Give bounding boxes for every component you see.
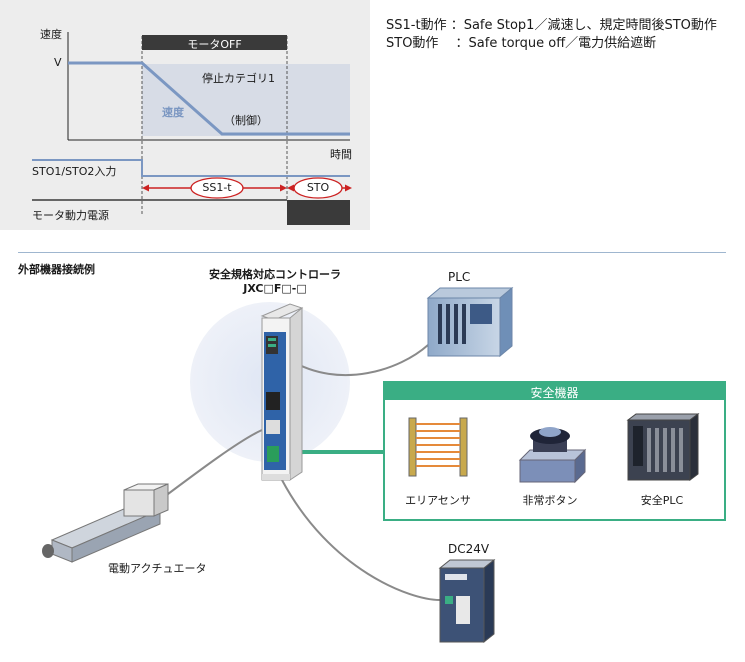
legend-sto: STO動作 ：Safe torque off／電力供給遮断 bbox=[386, 36, 657, 51]
control-label: （制御） bbox=[224, 114, 268, 127]
safety-header-label: 安全機器 bbox=[530, 386, 579, 400]
ss1t-arrow-left-head bbox=[142, 184, 149, 192]
controller-device bbox=[260, 303, 304, 481]
ss1t-arrow-right-head bbox=[280, 184, 287, 192]
sto-oval bbox=[293, 177, 343, 199]
motor-off-label: モータOFF bbox=[187, 38, 242, 51]
timing-chart-svg bbox=[32, 32, 352, 225]
electric-actuator-device bbox=[42, 483, 169, 563]
plc-label: PLC bbox=[448, 270, 471, 284]
ss1t-label: SS1-t bbox=[202, 181, 232, 194]
controller-title: 安全規格対応コントローラ JXC□F□-□ bbox=[190, 268, 360, 296]
dc24v-label: DC24V bbox=[448, 542, 490, 556]
stop-category-region bbox=[142, 64, 350, 136]
actuator-label: 電動アクチュエータ bbox=[108, 562, 207, 575]
motor-off-bar bbox=[142, 35, 287, 50]
sto-label: STO bbox=[306, 181, 330, 194]
controller-title-line1: 安全規格対応コントローラ bbox=[209, 268, 341, 281]
cable-to-actuator bbox=[159, 429, 263, 501]
cable-to-plc bbox=[289, 344, 429, 376]
sto-input-label: STO1/STO2入力 bbox=[32, 165, 117, 178]
speed-profile-line bbox=[68, 61, 350, 136]
legend-ss1t: SS1-t動作 ：Safe Stop1／減速し、規定時間後STO動作 bbox=[386, 18, 717, 33]
safety-plc-device bbox=[626, 413, 700, 481]
area-sensor-label: エリアセンサ bbox=[405, 494, 471, 507]
section-divider bbox=[18, 252, 726, 253]
section-label: 外部機器接続例 bbox=[18, 263, 95, 276]
v-label: V bbox=[54, 56, 62, 69]
cable-to-power bbox=[281, 479, 441, 601]
motor-power-label: モータ動力電源 bbox=[32, 209, 109, 222]
safety-plc-label: 安全PLC bbox=[640, 494, 684, 507]
time-label: 時間 bbox=[330, 148, 352, 161]
sto-arrow-left-head bbox=[287, 184, 294, 192]
safety-header-bar bbox=[384, 382, 725, 400]
y-axis-label: 速度 bbox=[40, 28, 62, 41]
emergency-button-device bbox=[518, 427, 587, 484]
motor-power-off-block bbox=[287, 200, 350, 225]
area-sensor-device bbox=[408, 417, 468, 477]
plc-device bbox=[426, 286, 514, 358]
sto-arrow-right-head bbox=[345, 184, 352, 192]
sto-input-signal bbox=[32, 159, 350, 177]
ss1t-oval bbox=[190, 177, 244, 199]
controller-title-line2: JXC□F□-□ bbox=[243, 282, 307, 295]
dc24v-power-device bbox=[438, 558, 496, 644]
emergency-button-label: 非常ボタン bbox=[522, 494, 578, 507]
speed-curve-label: 速度 bbox=[162, 106, 184, 119]
timing-chart-panel: 速度 V 時間 モータOFF 停止カテゴリ1 速度 （制御） STO1/STO2… bbox=[0, 0, 370, 230]
stop-category-label: 停止カテゴリ1 bbox=[202, 72, 275, 85]
